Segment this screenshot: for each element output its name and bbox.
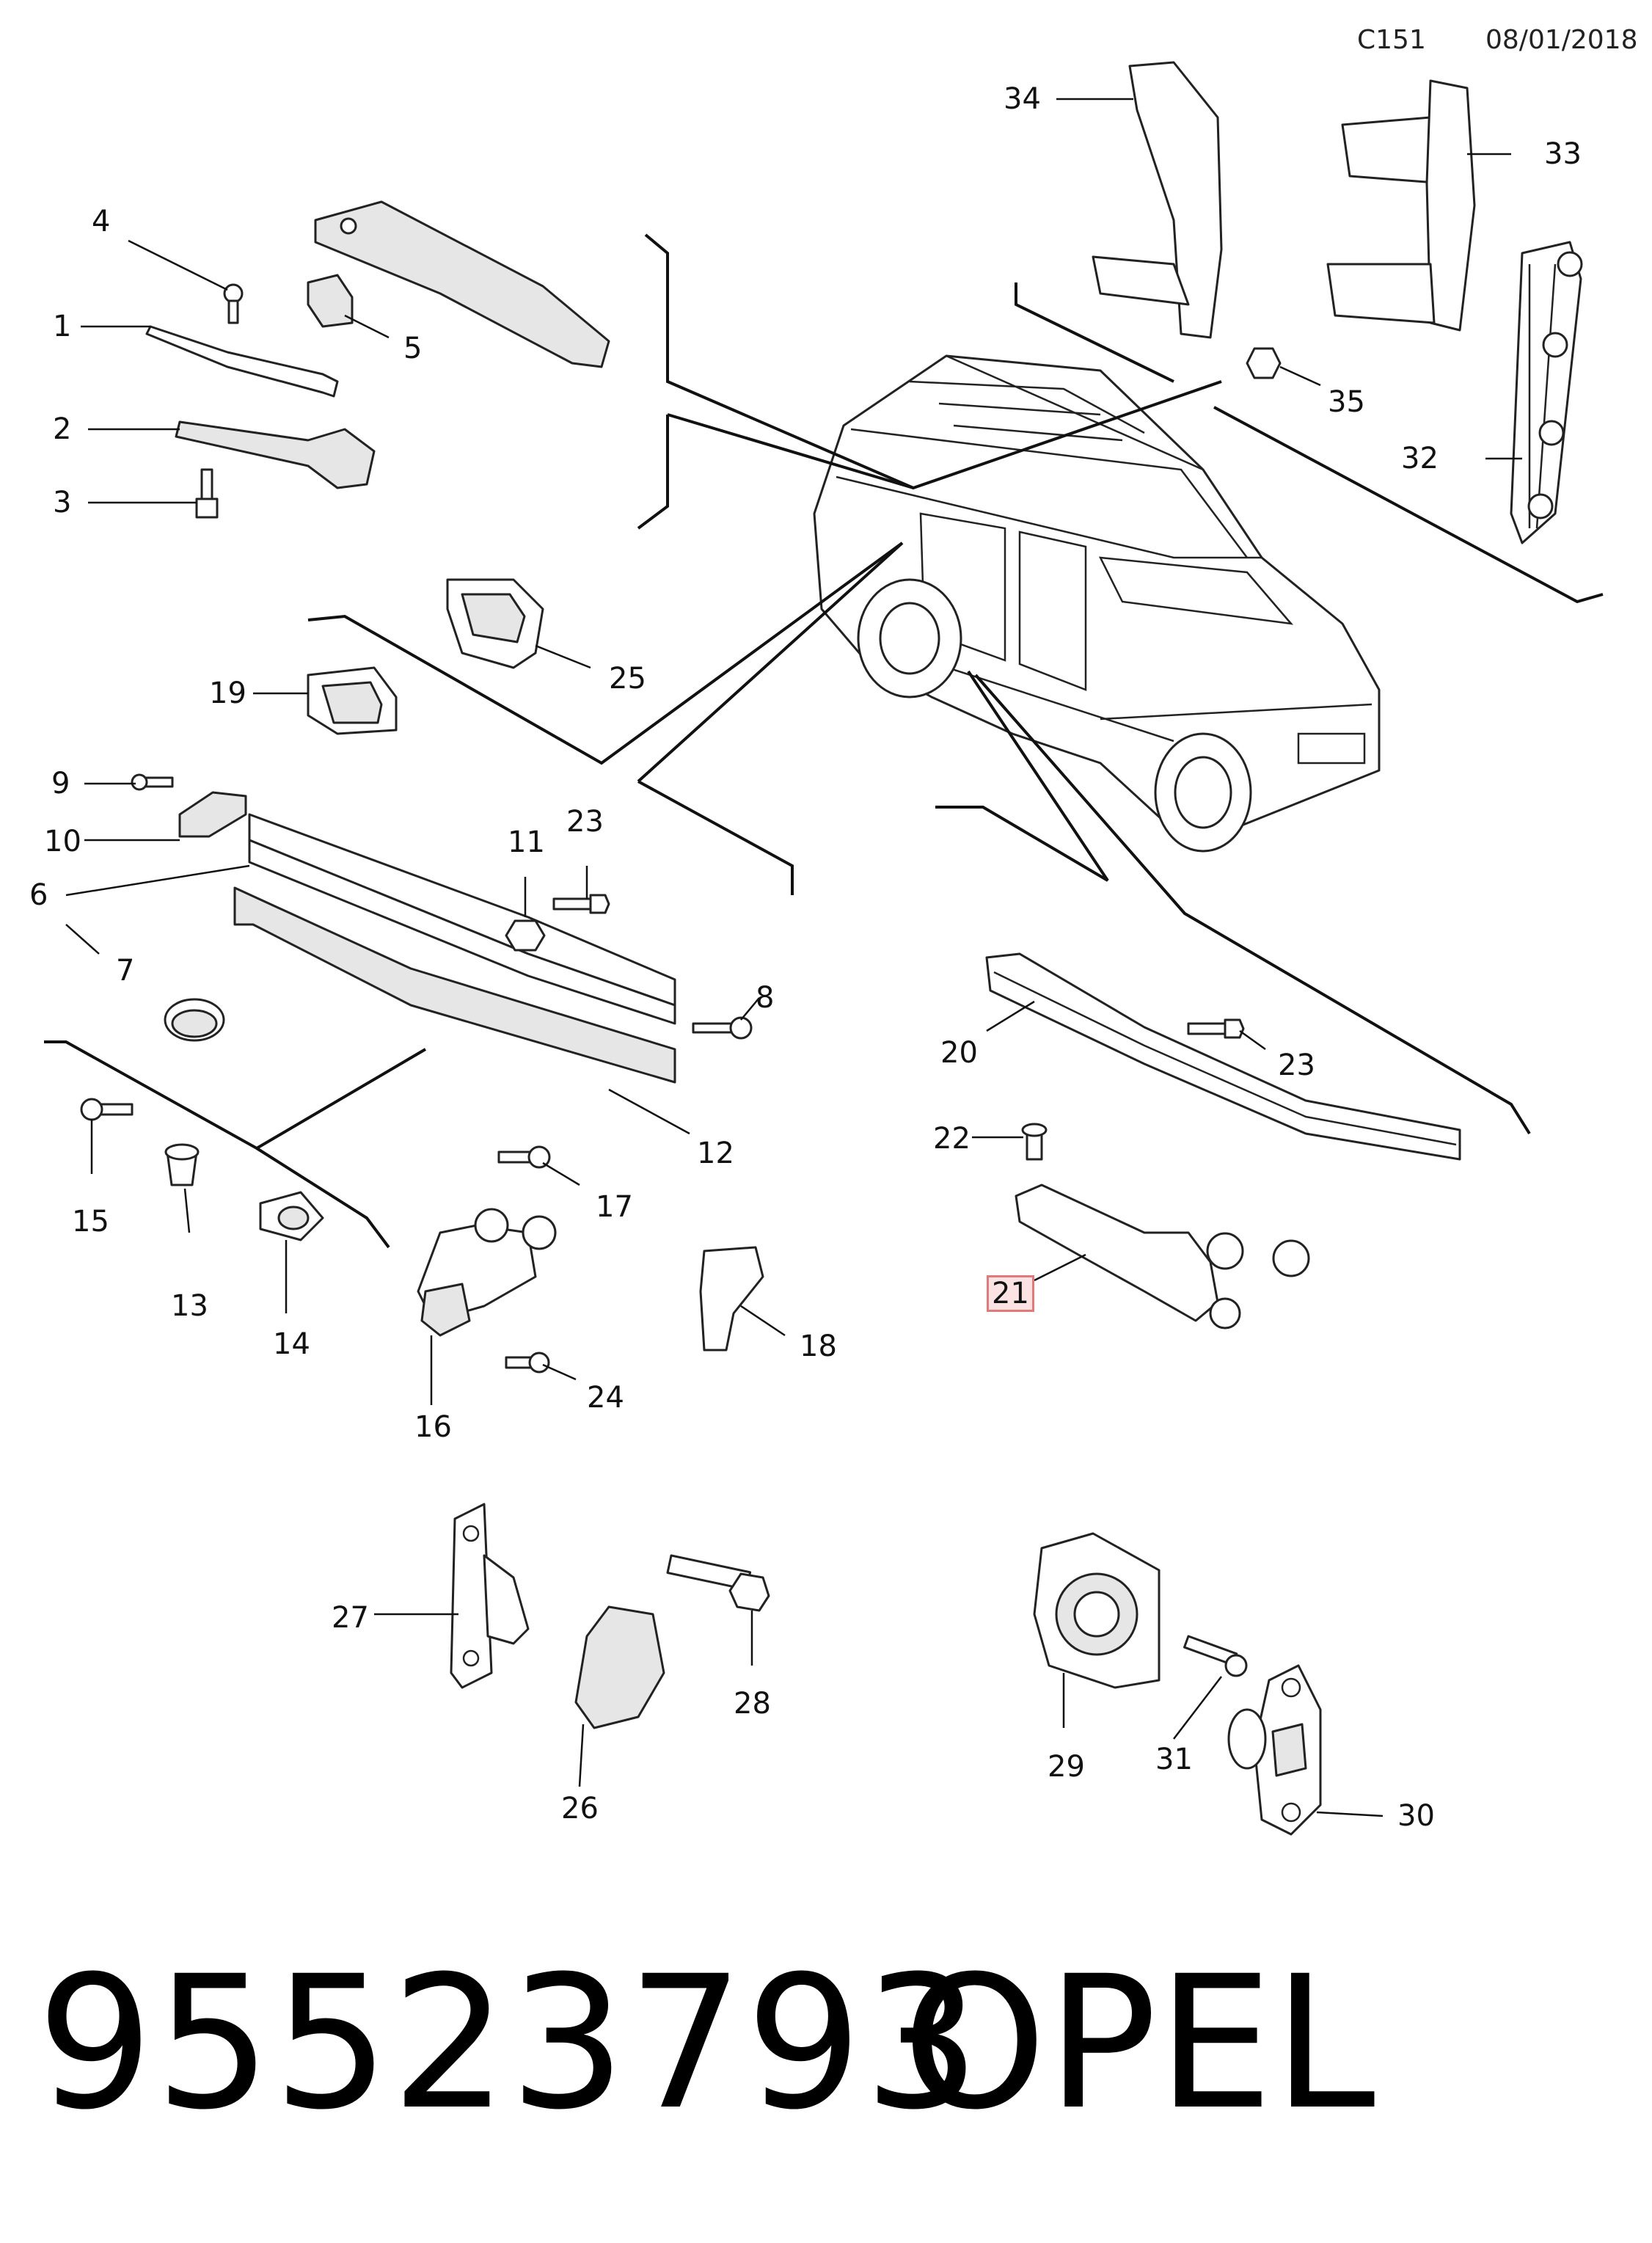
- callout-22: 22: [933, 1122, 971, 1156]
- callout-17: 17: [596, 1190, 633, 1224]
- callout-12: 12: [697, 1137, 734, 1170]
- callout-32: 32: [1401, 442, 1439, 475]
- part-8-screw: [692, 1016, 753, 1040]
- callout-7: 7: [116, 954, 135, 988]
- part-10-clip: [178, 791, 247, 838]
- callout-4: 4: [92, 205, 111, 238]
- callout-23-upper: 23: [566, 805, 604, 839]
- part-14-clip: [259, 1191, 324, 1241]
- callout-3: 3: [53, 486, 72, 519]
- callout-1: 1: [53, 310, 72, 343]
- part-23-bolt-b: [1187, 1018, 1245, 1039]
- callout-30: 30: [1397, 1799, 1435, 1833]
- callout-8: 8: [756, 981, 775, 1015]
- part-26-bumper: [574, 1605, 665, 1729]
- callout-5: 5: [403, 332, 423, 365]
- part-29-striker: [1033, 1532, 1161, 1689]
- part-21-roller-arm: [1015, 1183, 1310, 1330]
- callout-13: 13: [171, 1289, 208, 1323]
- group-frames: [44, 233, 1604, 1249]
- part-30-plate: [1227, 1664, 1322, 1836]
- part-19-guide: [307, 666, 398, 735]
- callout-35: 35: [1328, 385, 1365, 419]
- part-16-roller-bracket: [417, 1208, 557, 1337]
- callout-25: 25: [609, 662, 646, 696]
- part-4-screw: [223, 283, 244, 324]
- part-1-strap: [145, 325, 339, 398]
- part-5-block: [307, 274, 354, 328]
- callout-27: 27: [332, 1601, 369, 1635]
- callout-16: 16: [414, 1410, 452, 1444]
- leader-lines: [65, 98, 1522, 1817]
- part-34-bracket: [1092, 61, 1223, 339]
- callout-24: 24: [587, 1381, 624, 1415]
- vehicle-illustration: [813, 354, 1381, 853]
- callout-26: 26: [561, 1792, 599, 1826]
- callout-31: 31: [1155, 1743, 1193, 1776]
- part-23-bolt-a: [552, 894, 610, 914]
- part-9-screw: [131, 773, 174, 791]
- part-33-bracket: [1326, 79, 1476, 332]
- callout-34: 34: [1004, 82, 1041, 116]
- callout-9: 9: [51, 767, 70, 800]
- callout-15: 15: [72, 1205, 109, 1239]
- part-15-screw: [80, 1098, 134, 1121]
- part-13-insert: [164, 1143, 200, 1186]
- part-6-rail: [248, 813, 676, 1025]
- callout-33: 33: [1544, 137, 1582, 171]
- callout-10: 10: [44, 825, 81, 858]
- callout-28: 28: [734, 1687, 771, 1721]
- callout-20: 20: [940, 1036, 978, 1070]
- callout-2: 2: [53, 412, 72, 446]
- part-25-bezel: [446, 578, 544, 669]
- callout-11: 11: [508, 825, 545, 859]
- part-11-nut: [505, 919, 546, 952]
- part-20-guide-rail: [985, 952, 1461, 1161]
- callout-18: 18: [800, 1330, 837, 1363]
- part-31-bolt: [1183, 1635, 1248, 1677]
- part-24-screw: [505, 1352, 550, 1374]
- drawing-code: C151: [1357, 25, 1426, 55]
- part-28-bolt: [666, 1554, 770, 1612]
- callout-21-highlighted: 21: [987, 1275, 1034, 1312]
- part-3-bolt: [195, 468, 219, 519]
- part-17-screw: [497, 1145, 551, 1169]
- callout-23-lower: 23: [1278, 1048, 1315, 1082]
- part-32-regulator: [1510, 241, 1583, 544]
- callout-14: 14: [273, 1327, 310, 1361]
- drawing-date: 08/01/2018: [1485, 25, 1638, 55]
- part-27-striker-plate: [450, 1503, 530, 1689]
- brand-name: OPEL: [902, 1936, 1375, 2150]
- callout-29: 29: [1048, 1750, 1085, 1784]
- callout-19: 19: [209, 676, 246, 710]
- part-18-bracket: [699, 1246, 764, 1352]
- part-number: 95523793: [37, 1936, 982, 2150]
- callout-6: 6: [29, 878, 48, 912]
- part-35-nut: [1246, 347, 1282, 379]
- part-22-bolt: [1021, 1123, 1048, 1161]
- part-2-bracket: [175, 420, 376, 489]
- part-7-button: [164, 998, 225, 1042]
- part-bracket-rail: [314, 200, 610, 368]
- part-12-trim: [233, 886, 676, 1084]
